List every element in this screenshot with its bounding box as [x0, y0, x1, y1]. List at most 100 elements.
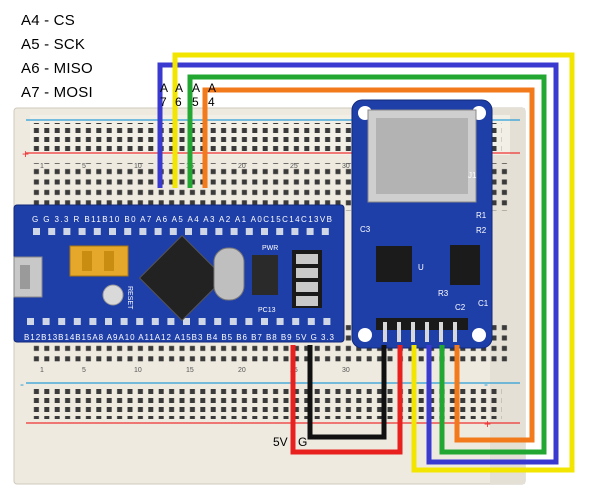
level-shifter-chip: [450, 245, 480, 285]
svg-text:+: +: [22, 147, 29, 161]
header-pin-number: 6: [175, 95, 182, 109]
column-number: 15: [186, 367, 194, 374]
sd-header-pin: [453, 322, 457, 342]
sd-pin-header: [376, 318, 468, 342]
board-header-hole: [105, 318, 112, 325]
stm32-blue-pill-board: G G 3.3 R B11B10 B0 A7 A6 A5 A4 A3 A2 A1…: [13, 204, 345, 343]
column-number: 20: [238, 367, 246, 374]
board-header-hole: [167, 318, 175, 325]
board-header-hole: [261, 318, 268, 325]
board-header-hole: [136, 318, 144, 325]
ground-label: G: [298, 435, 308, 449]
board-top-pin-labels: G G 3.3 R B11B10 B0 A7 A6 A5 A4 A3 A2 A1…: [32, 215, 332, 224]
pc13-led-label: PC13: [258, 307, 276, 314]
column-number: 30: [342, 367, 350, 374]
board-header-hole: [276, 228, 284, 235]
bottom-power-rail: [32, 387, 502, 419]
column-number: 5: [82, 367, 86, 374]
pin-mapping-line: A7 - MOSI: [21, 84, 93, 101]
board-header-hole: [229, 318, 237, 325]
board-header-hole: [120, 318, 128, 325]
board-header-hole: [93, 228, 101, 235]
column-number: 20: [238, 163, 246, 170]
board-header-hole: [215, 228, 223, 235]
power-5v-label: 5V: [273, 435, 288, 449]
header-pin-letter: A: [208, 81, 217, 95]
column-number: 10: [134, 163, 142, 170]
pwr-led-label: PWR: [262, 245, 278, 252]
board-header-hole: [292, 318, 300, 325]
header-pin-number: 4: [208, 95, 215, 109]
board-header-hole: [276, 318, 284, 325]
header-pin-number: 5: [192, 95, 199, 109]
crystal: [213, 247, 245, 301]
cs-wire: [202, 87, 535, 443]
board-header-hole: [73, 318, 81, 325]
svg-text:+: +: [484, 417, 491, 431]
sd-component-label: R1: [476, 211, 487, 220]
sd-component-label: C3: [360, 225, 371, 234]
board-header-hole: [245, 228, 253, 235]
mcu-chip: [138, 234, 226, 322]
board-bottom-pin-labels: B12B13B14B15A8 A9A10 A11A12 A15B3 B4 B5 …: [24, 333, 335, 342]
board-header-hole: [89, 318, 97, 325]
board-header-hole: [154, 228, 162, 235]
header-pin-number: 7: [160, 95, 167, 109]
sd-component-label: C2: [455, 303, 466, 312]
board-header-hole: [230, 228, 238, 235]
board-header-hole: [139, 228, 147, 235]
board-header-hole: [245, 318, 253, 325]
power-wire: [290, 345, 403, 455]
miso-wire: [172, 52, 575, 473]
board-header-hole: [214, 318, 222, 325]
board-header-hole: [306, 228, 314, 235]
sck-wire: [187, 74, 547, 455]
board-header-hole: [109, 228, 116, 235]
swd-header: [292, 250, 322, 308]
reset-label: RESET: [126, 286, 133, 310]
wires: [157, 52, 575, 473]
board-header-hole: [48, 228, 56, 235]
svg-text:-: -: [484, 377, 488, 391]
column-number: 5: [82, 163, 86, 170]
pin-mapping-line: A4 - CS: [21, 12, 75, 29]
board-header-hole: [151, 318, 159, 325]
sd-header-pin: [397, 322, 401, 342]
sd-component-label: R2: [476, 226, 487, 235]
sd-component-label: J1: [468, 171, 477, 180]
board-header-hole: [198, 318, 206, 325]
board-header-hole: [200, 228, 208, 235]
board-header-hole: [58, 318, 66, 325]
header-pin-letter: A: [192, 81, 201, 95]
column-number: 10: [134, 367, 142, 374]
board-header-hole: [185, 228, 192, 235]
board-header-hole: [42, 318, 50, 325]
sd-component-label: C1: [478, 299, 489, 308]
board-header-hole: [124, 228, 132, 235]
board-header-hole: [307, 318, 315, 325]
svg-text:-: -: [20, 377, 24, 391]
sd-component-label: U: [418, 263, 424, 272]
board-header-hole: [323, 318, 331, 325]
column-number: 30: [342, 163, 350, 170]
pin-mapping-line: A5 - SCK: [21, 36, 86, 53]
board-header-hole: [33, 228, 40, 235]
sd-regulator: [376, 246, 412, 282]
column-number: 25: [290, 163, 298, 170]
reset-button: [102, 284, 124, 306]
board-header-hole: [169, 228, 177, 235]
board-header-hole: [321, 228, 329, 235]
sd-header-pin: [439, 322, 443, 342]
header-pin-letter: A: [160, 81, 169, 95]
voltage-regulator: [252, 255, 278, 295]
board-header-hole: [63, 228, 71, 235]
board-header-hole: [27, 318, 34, 325]
boot-jumper: [69, 245, 129, 277]
sd-component-label: R3: [438, 289, 449, 298]
header-pin-letter: A: [175, 81, 184, 95]
sd-header-pin: [425, 322, 429, 342]
pin-mapping-line: A6 - MISO: [21, 60, 93, 77]
column-number: 1: [40, 163, 44, 170]
